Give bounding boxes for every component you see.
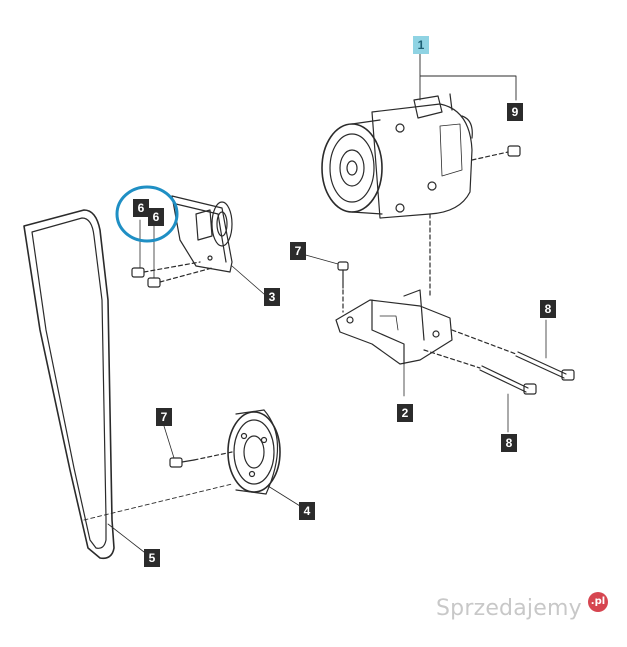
callout-8-lower: 8	[501, 434, 517, 452]
callout-2: 2	[397, 404, 413, 422]
pulley-bolt	[163, 425, 233, 468]
long-bolt-lower	[423, 349, 537, 433]
callout-8-upper: 8	[540, 300, 556, 318]
callout-3: 3	[264, 288, 280, 306]
highlight-ring	[115, 185, 179, 243]
compressor-bracket	[335, 213, 453, 397]
callout-1: 1	[413, 36, 429, 54]
long-bolt-upper	[451, 319, 575, 381]
bolt-pair	[131, 219, 213, 288]
callout-6b: 6	[148, 208, 164, 226]
callout-7-lower: 7	[156, 408, 172, 426]
callout-7-upper: 7	[290, 242, 306, 260]
callout-5: 5	[144, 549, 160, 567]
compressor-nut	[471, 145, 521, 161]
callout-9: 9	[507, 103, 523, 121]
crank-pulley	[227, 409, 301, 507]
drive-belt	[23, 209, 115, 560]
watermark-badge: .pl	[588, 592, 608, 612]
idler-bracket	[171, 195, 233, 273]
callout-4: 4	[299, 502, 315, 520]
ac-compressor	[321, 93, 473, 219]
bracket-bolt-upper	[301, 253, 349, 313]
watermark-text: Sprzedajemy	[436, 596, 582, 621]
callout-6a: 6	[133, 199, 149, 217]
